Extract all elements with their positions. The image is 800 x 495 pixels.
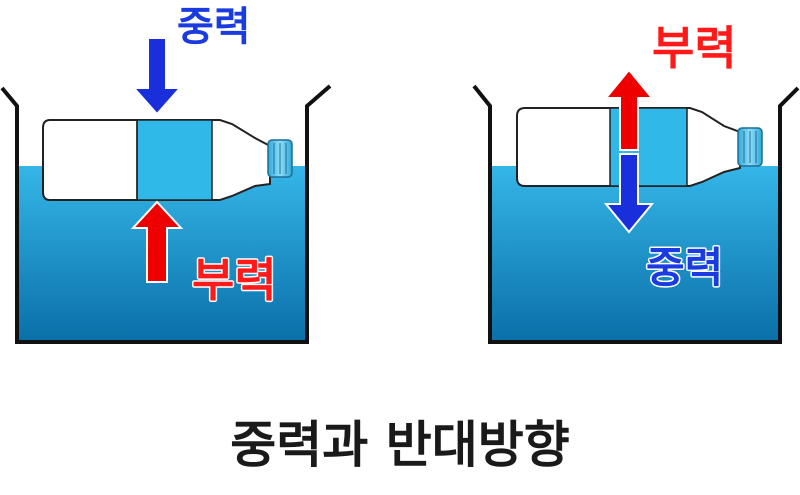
left-bottle-label (136, 119, 213, 201)
caption: 중력과 반대방향 (230, 416, 569, 474)
right-gravity-arrow (603, 153, 655, 234)
right-buoyancy-label: 부력 (652, 21, 737, 75)
left-buoyancy-label: 부력 (192, 253, 277, 307)
left-gravity-arrow (131, 37, 183, 116)
right-container (472, 84, 800, 344)
left-gravity-label: 중력 (177, 4, 251, 50)
left-buoyancy-arrow (130, 200, 184, 283)
left-container (0, 84, 332, 344)
left-panel: 중력 부력 (0, 3, 332, 344)
right-gravity-label: 중력 (646, 243, 723, 292)
right-buoyancy-arrow (603, 68, 655, 151)
left-bottle (42, 119, 293, 201)
right-panel: 부력 중력 (472, 20, 800, 344)
